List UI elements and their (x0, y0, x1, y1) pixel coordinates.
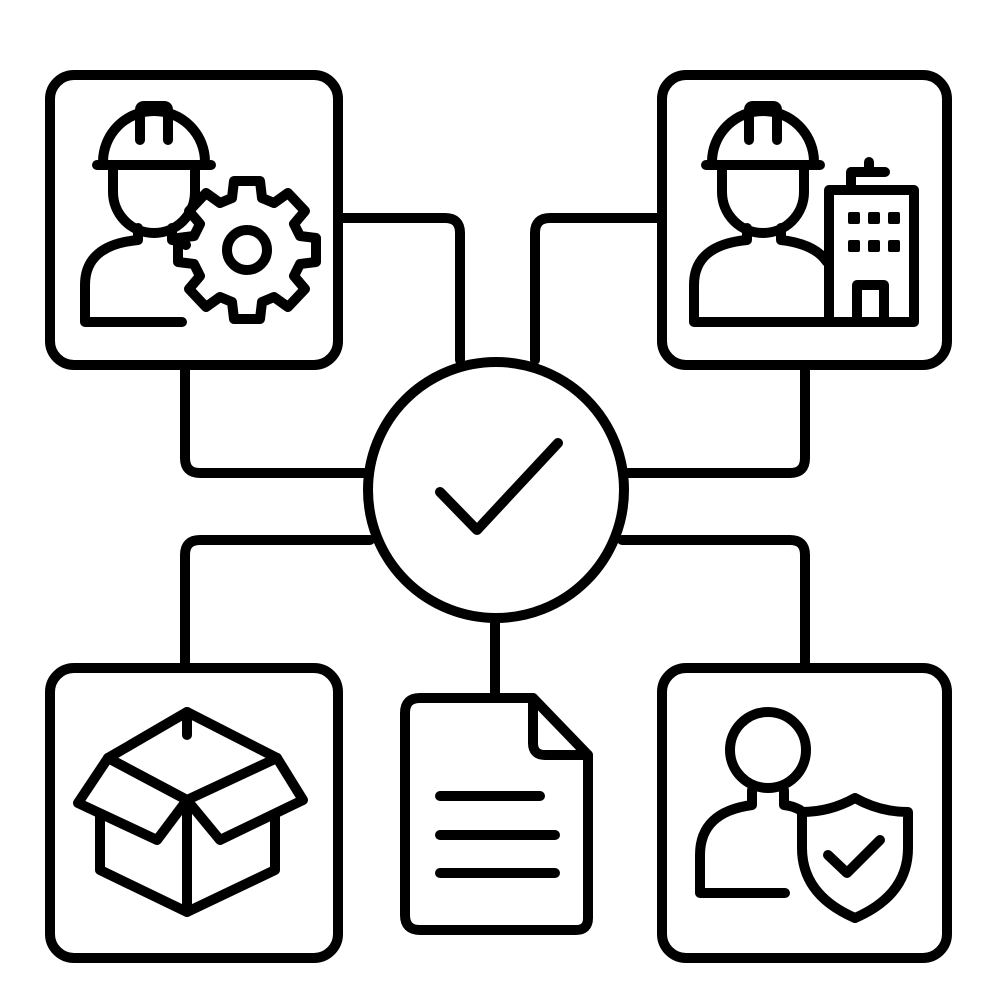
document-fold (528, 693, 593, 760)
user-icon (695, 707, 811, 898)
connector-engineer-building-bottom (622, 363, 810, 478)
gear-icon (173, 176, 321, 324)
shield-check-icon (797, 793, 913, 923)
approval-hub (363, 357, 629, 623)
connector-engineer-settings-top (335, 213, 465, 365)
node-frame (657, 663, 952, 963)
node-document (400, 693, 593, 935)
node-frame (45, 663, 343, 963)
node-engineer-building (657, 70, 952, 370)
connectors (180, 213, 810, 700)
connector-package (180, 535, 375, 670)
document-icon (400, 693, 593, 935)
hub-circle (363, 357, 629, 623)
node-verified-user (657, 663, 952, 963)
open-box-icon (73, 707, 308, 917)
connector-verified-user (617, 535, 810, 670)
connector-engineer-settings-bottom (180, 363, 370, 478)
node-frame (45, 70, 343, 370)
node-engineer-settings (45, 70, 343, 370)
node-frame (657, 70, 952, 370)
check-icon (435, 438, 563, 535)
building-icon (824, 157, 919, 327)
engineer-icon (689, 101, 833, 327)
node-package (45, 663, 343, 963)
connector-engineer-building-top (530, 213, 665, 365)
